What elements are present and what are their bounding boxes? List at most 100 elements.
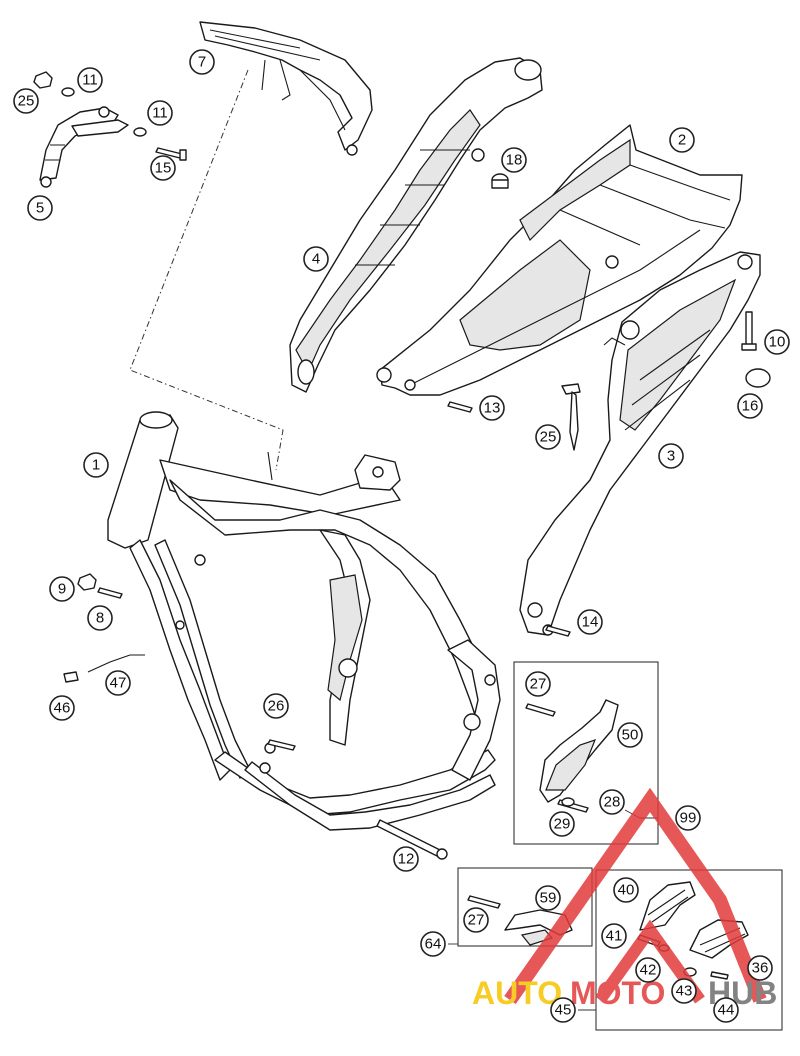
svg-text:10: 10 xyxy=(769,334,786,351)
callout-27: 27 xyxy=(525,671,551,697)
svg-text:42: 42 xyxy=(640,962,657,979)
svg-text:9: 9 xyxy=(58,581,66,598)
hardware-nut-9 xyxy=(77,573,97,591)
hardware-nut-25 xyxy=(33,71,53,89)
svg-text:14: 14 xyxy=(582,614,599,631)
hardware-grommet-17 xyxy=(491,173,509,189)
callout-27: 27 xyxy=(463,907,489,933)
svg-text:64: 64 xyxy=(425,936,442,953)
svg-text:26: 26 xyxy=(268,698,285,715)
callout-42: 42 xyxy=(635,957,661,983)
assembly-lines xyxy=(129,69,284,471)
callout-13: 13 xyxy=(479,395,505,421)
svg-text:11: 11 xyxy=(82,72,98,89)
callout-8: 8 xyxy=(87,605,113,631)
callout-4: 4 xyxy=(303,246,329,272)
svg-text:44: 44 xyxy=(718,1002,735,1019)
hardware-bolt-8 xyxy=(97,587,123,599)
callout-2: 2 xyxy=(669,127,695,153)
svg-text:27: 27 xyxy=(530,676,547,693)
callout-18: 25 xyxy=(535,424,561,450)
callout-99: 99 xyxy=(675,805,701,831)
svg-text:5: 5 xyxy=(36,200,44,217)
callout-44: 44 xyxy=(713,997,739,1023)
callout-28: 28 xyxy=(599,789,625,815)
hardware-bolt-14 xyxy=(545,625,571,637)
svg-text:43: 43 xyxy=(676,983,693,1000)
callout-5: 5 xyxy=(27,195,53,221)
callout-40: 40 xyxy=(613,877,639,903)
svg-text:46: 46 xyxy=(54,700,71,717)
svg-text:11: 11 xyxy=(152,105,168,122)
callout-46: 46 xyxy=(49,695,75,721)
watermark-logo: AUTO MOTO HUB xyxy=(472,787,777,1011)
svg-text:25: 25 xyxy=(18,93,35,110)
svg-text:4: 4 xyxy=(312,251,320,268)
part-side-panel-3 xyxy=(519,251,761,636)
callout-47: 47 xyxy=(105,670,131,696)
svg-text:15: 15 xyxy=(155,160,172,177)
callout-16: 16 xyxy=(737,393,763,419)
hardware-bolt-13 xyxy=(447,401,473,413)
svg-text:16: 16 xyxy=(742,398,759,415)
callout-3: 3 xyxy=(658,443,684,469)
svg-text:40: 40 xyxy=(618,882,635,899)
hardware-grommet-16 xyxy=(745,368,771,388)
svg-text:59: 59 xyxy=(540,890,557,907)
hardware-bolt-15 xyxy=(155,147,187,161)
hardware-bolt-26 xyxy=(267,739,296,751)
callout-1: 1 xyxy=(83,452,109,478)
svg-text:3: 3 xyxy=(667,448,675,465)
svg-text:7: 7 xyxy=(198,54,206,71)
callout-7: 7 xyxy=(189,49,215,75)
callout-10: 10 xyxy=(764,329,790,355)
callout-29: 29 xyxy=(549,811,575,837)
callout-14: 14 xyxy=(577,609,603,635)
hardware-washer-11a xyxy=(61,87,75,97)
callout-43: 43 xyxy=(671,978,697,1004)
svg-text:1: 1 xyxy=(92,457,100,474)
part-airbox-2 xyxy=(376,124,743,396)
svg-text:8: 8 xyxy=(96,610,104,627)
svg-text:47: 47 xyxy=(110,675,127,692)
svg-text:18: 18 xyxy=(506,152,523,169)
callouts: 7 11 25 11 15 5 2 18 4 10 16 13 25 3 1 9… xyxy=(13,49,790,1023)
callout-36: 36 xyxy=(747,955,773,981)
svg-text:25: 25 xyxy=(540,429,557,446)
part-side-rail-4 xyxy=(289,57,543,393)
assembly-box-99 xyxy=(513,661,659,845)
hardware-clip-46 xyxy=(63,671,79,683)
callout-59: 59 xyxy=(535,885,561,911)
callout-25: 25 xyxy=(13,88,39,114)
svg-text:29: 29 xyxy=(554,816,571,833)
callout-17: 18 xyxy=(501,147,527,173)
callout-15: 15 xyxy=(150,155,176,181)
svg-text:99: 99 xyxy=(680,810,697,827)
callout-11: 11 xyxy=(147,100,173,126)
callout-64: 64 xyxy=(420,931,446,957)
callout-9: 9 xyxy=(49,576,75,602)
hardware-bolt-10 xyxy=(741,311,757,351)
svg-text:12: 12 xyxy=(398,851,415,868)
part-strap-18 xyxy=(561,383,581,451)
svg-text:2: 2 xyxy=(678,132,686,149)
svg-text:27: 27 xyxy=(468,912,485,929)
svg-text:41: 41 xyxy=(606,928,623,945)
callout-50: 50 xyxy=(617,722,643,748)
svg-text:36: 36 xyxy=(752,960,769,977)
svg-text:28: 28 xyxy=(604,794,621,811)
part-hose-47 xyxy=(87,654,145,673)
callout-41: 41 xyxy=(601,923,627,949)
watermark-text-auto: AUTO xyxy=(472,975,562,1011)
callout-26: 26 xyxy=(263,693,289,719)
svg-text:13: 13 xyxy=(484,400,501,417)
callout-45: 45 xyxy=(550,997,576,1023)
part-number-plate-7 xyxy=(199,21,373,156)
hardware-washer-11b xyxy=(133,127,147,137)
part-bracket-5 xyxy=(39,106,129,188)
svg-text:45: 45 xyxy=(555,1002,572,1019)
callout-12: 12 xyxy=(393,846,419,872)
callout-11: 11 xyxy=(77,67,103,93)
svg-text:50: 50 xyxy=(622,727,639,744)
